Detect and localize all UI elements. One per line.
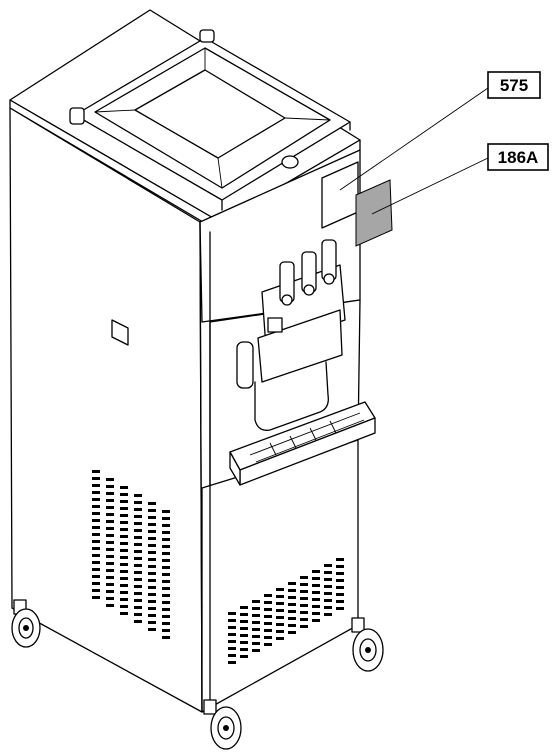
callout-575-label: 575	[500, 76, 528, 95]
leader-186a	[371, 157, 489, 215]
callout-186a-label: 186A	[498, 148, 539, 167]
vent-grille-icon	[249, 412, 365, 463]
top-lid	[9, 9, 361, 233]
callout-575: 575	[487, 71, 541, 99]
leader-575	[339, 87, 489, 191]
side-panel-window	[111, 319, 129, 346]
caster-wheel-icon	[11, 599, 384, 750]
front-vent-grille	[228, 558, 344, 664]
callout-186a: 186A	[487, 143, 549, 171]
side-vent-grille	[92, 470, 170, 639]
drip-tray	[229, 401, 376, 486]
dispenser	[236, 239, 346, 431]
